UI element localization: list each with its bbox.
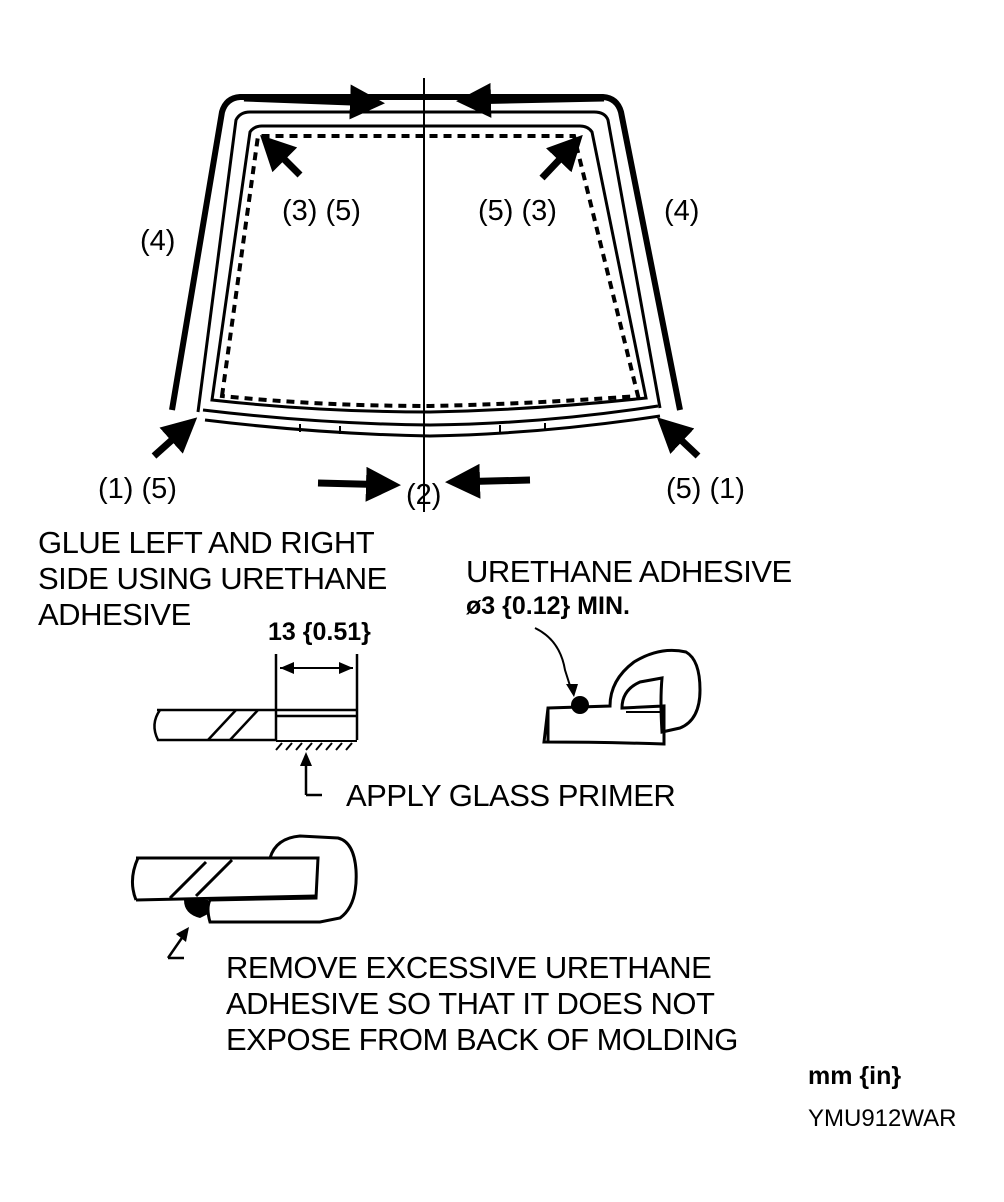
molding-inner-line	[196, 110, 662, 413]
remove-detail	[131, 834, 358, 960]
arrow-bottom-right	[445, 463, 531, 499]
remove-note-line-2: ADHESIVE SO THAT IT DOES NOT	[226, 986, 715, 1021]
arrow-top-right	[456, 82, 605, 118]
urethane-adhesive-label: URETHANE ADHESIVE	[466, 554, 792, 589]
callout-5-3-right: (5) (3)	[478, 195, 557, 227]
arrow-top-left	[243, 84, 385, 120]
remove-note-line-3: EXPOSE FROM BACK OF MOLDING	[226, 1022, 738, 1057]
callout-3-5-left: (3) (5)	[282, 195, 361, 227]
glue-note-line-3: ADHESIVE	[38, 597, 191, 632]
glue-note-line-2: SIDE USING URETHANE	[38, 561, 387, 596]
callout-5-1-right: (5) (1)	[666, 473, 745, 505]
bottom-frame-2	[204, 414, 661, 438]
bottom-frame-ticks	[299, 423, 546, 434]
glue-note: GLUE LEFT AND RIGHT SIDE USING URETHANE …	[38, 525, 387, 632]
bottom-frame	[202, 404, 659, 427]
arrow-bottom-left	[317, 466, 401, 502]
figure-code: YMU912WAR	[808, 1105, 956, 1132]
callout-4-left: (4)	[140, 225, 175, 257]
direction-arrows	[151, 82, 701, 502]
apply-glass-primer-label: APPLY GLASS PRIMER	[346, 778, 675, 813]
molding-profile	[542, 648, 702, 746]
remove-note-line-1: REMOVE EXCESSIVE URETHANE	[226, 950, 711, 985]
callout-4-right: (4)	[664, 195, 699, 227]
arrow-lower-left	[151, 417, 198, 459]
callout-2: (2)	[406, 479, 441, 511]
callout-1-5-left: (1) (5)	[98, 473, 177, 505]
arrow-upper-right-corner	[539, 134, 583, 181]
callouts: (3) (5) (5) (3) (4) (4) (1) (5) (5) (1) …	[98, 195, 745, 511]
windshield-illustration	[169, 78, 683, 512]
diameter-spec: ø3 {0.12} MIN.	[466, 592, 630, 620]
remove-note: REMOVE EXCESSIVE URETHANE ADHESIVE SO TH…	[226, 950, 738, 1057]
dimension-label: 13 {0.51}	[268, 618, 371, 646]
units-label: mm {in}	[808, 1062, 901, 1090]
urethane-bead	[571, 696, 589, 714]
glass-section	[153, 709, 162, 741]
adhesive-bead-dashed	[219, 134, 641, 409]
excess-adhesive	[184, 900, 208, 918]
arrow-lower-right	[656, 417, 701, 459]
arrow-upper-left-corner	[260, 135, 303, 178]
molding-profile-2	[206, 834, 358, 924]
urethane-detail	[534, 627, 702, 746]
outer-molding	[169, 94, 683, 411]
glue-note-line-1: GLUE LEFT AND RIGHT	[38, 525, 375, 560]
glass-edge	[210, 124, 648, 414]
urethane-leader	[534, 627, 573, 693]
primer-detail: 13 {0.51}	[153, 618, 371, 797]
